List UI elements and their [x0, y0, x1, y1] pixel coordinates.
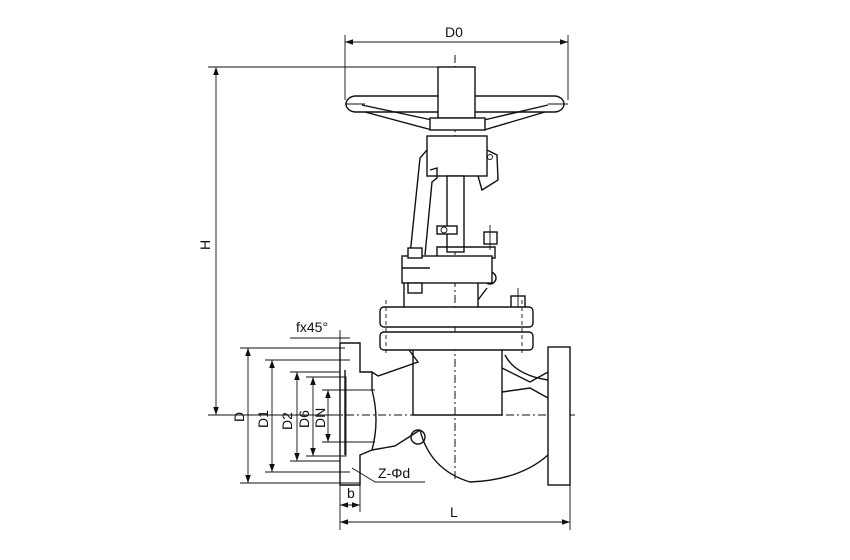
label-dn: DN [312, 408, 328, 428]
label-d0: D0 [445, 24, 463, 40]
label-chamfer: fx45° [296, 319, 328, 335]
label-h: H [197, 240, 213, 250]
label-d: D [231, 412, 247, 422]
dimension-d0: D0 [344, 24, 569, 100]
handwheel [345, 66, 568, 131]
label-bolt-holes: Z-Φd [378, 465, 410, 481]
flange-dimensions: fx45° D D1 D2 D6 DN Z-Φd b [231, 319, 425, 530]
label-l: L [450, 504, 458, 520]
yoke [401, 135, 526, 309]
dimension-l: L [340, 485, 571, 530]
dimension-h: H [197, 66, 440, 416]
label-d1: D1 [255, 410, 271, 428]
label-b: b [347, 485, 355, 501]
label-d2: D2 [279, 412, 295, 430]
bonnet [379, 300, 534, 355]
valve-body [339, 342, 571, 486]
label-d6: D6 [296, 410, 312, 428]
